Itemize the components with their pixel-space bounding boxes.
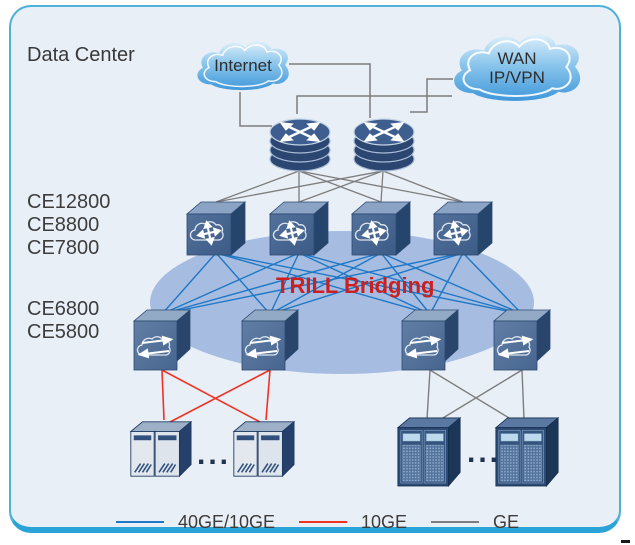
access-switch-models-label: CE6800 CE5800 [27,298,99,344]
legend-label-10ge: 10GE [361,511,408,532]
legend-line-ge [431,521,480,523]
core-router-2 [352,112,416,181]
switch-cloud-arrows-icon [268,201,330,256]
access-switch-4 [492,309,552,376]
router-cross-arrows-icon [353,118,415,172]
wan-cloud: WAN IP/VPN [448,27,586,109]
rack-server-icon [494,416,560,488]
server-group-1 [124,414,194,487]
core-switch-4 [430,199,496,262]
access-switch-2 [240,309,300,376]
server-group-2 [227,414,297,487]
switch-bidirectional-arrows-icon [400,309,460,371]
legend-line-10ge [299,521,347,523]
legend-label-ge: GE [493,511,520,532]
wan-label: WAN IP/VPN [448,49,586,87]
model-ce7800: CE7800 [27,237,100,259]
internet-cloud: Internet [193,36,293,96]
core-switch-2 [266,199,332,262]
tower-server-icon [129,420,193,478]
cloud-icon [197,41,289,91]
internet-label: Internet [214,56,272,75]
switch-bidirectional-arrows-icon [240,309,300,371]
legend-label-40ge-10ge: 40GE/10GE [177,511,275,532]
ellipsis-right: ... [467,436,502,469]
trill-bridging-label: TRILL Bridging [276,273,435,298]
server-group-3 [394,412,464,493]
switch-cloud-arrows-icon [185,201,247,256]
data-center-label: Data Center [27,44,135,66]
tower-server-icon [232,420,296,478]
cloud-icon [454,34,581,101]
legend-line-40ge-10ge [115,521,164,523]
switch-bidirectional-arrows-icon [132,309,192,371]
four-way-arrows [363,122,405,142]
switch-cloud-arrows-icon [432,201,494,256]
model-ce8800: CE8800 [27,214,100,236]
legend: 40GE/10GE 10GE GE [0,507,635,537]
model-ce6800: CE6800 [27,298,100,320]
access-switch-3 [400,309,460,376]
switch-bidirectional-arrows-icon [492,309,552,371]
switch-cloud-arrows-icon [350,201,412,256]
router-cross-arrows-icon [269,118,331,172]
core-router-1 [268,112,332,181]
model-ce5800: CE5800 [27,321,100,343]
access-switch-1 [132,309,192,376]
server-group-4 [492,412,562,493]
wan-label-line2: IP/VPN [489,68,545,87]
four-way-arrows [279,122,321,142]
core-switch-1 [183,199,249,262]
ellipsis-left: ... [197,438,232,471]
core-switch-models-label: CE12800 CE8800 CE7800 [27,191,110,260]
core-switch-3 [348,199,414,262]
wan-label-line1: WAN [497,49,537,68]
model-ce12800: CE12800 [27,191,111,213]
corner-artifact-mark [621,540,630,543]
rack-server-icon [396,416,462,488]
